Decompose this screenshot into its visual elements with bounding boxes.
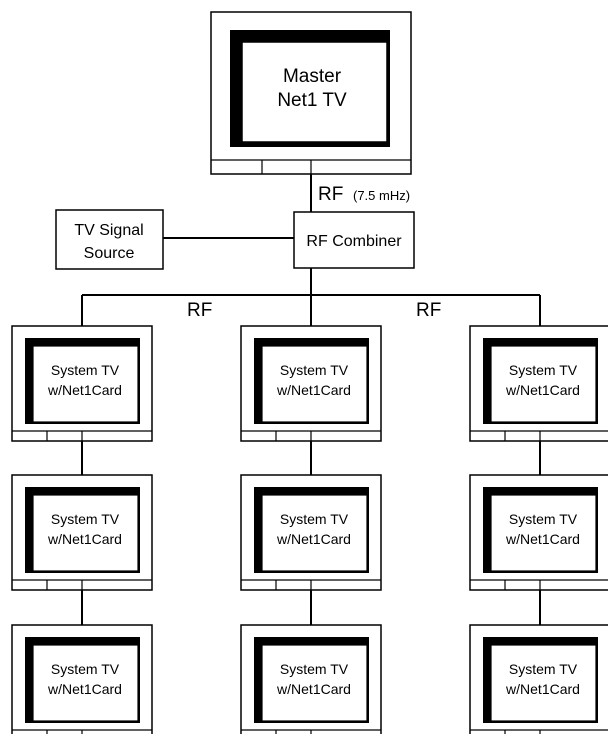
master-tv-screen	[241, 41, 388, 143]
right-rf-label: RF	[416, 300, 441, 321]
rf-combiner-label: RF Combiner	[306, 233, 402, 250]
system-tv-label-1: System TV	[280, 362, 349, 378]
system-tv-label-2: w/Net1Card	[505, 681, 580, 697]
system-tv-screen	[261, 494, 368, 572]
master-rf-label: RF	[318, 184, 343, 205]
system-tv-screen	[490, 345, 597, 423]
system-tv-screen	[32, 494, 139, 572]
system-tv: System TV w/Net1Card	[469, 474, 608, 591]
master-rf-frequency: (7.5 mHz)	[353, 188, 410, 203]
system-tv-screen	[490, 494, 597, 572]
system-tv-label-1: System TV	[51, 362, 120, 378]
left-rf-label: RF	[187, 300, 212, 321]
system-tv-screen	[32, 644, 139, 722]
system-tv-label-2: w/Net1Card	[276, 531, 351, 547]
system-tv-label-2: w/Net1Card	[47, 382, 122, 398]
signal-source-rect	[55, 209, 164, 270]
system-tv: System TV w/Net1Card	[469, 624, 608, 734]
master-tv-label-2: Net1 TV	[277, 90, 347, 111]
system-tv-label-2: w/Net1Card	[47, 681, 122, 697]
system-tv-label-2: w/Net1Card	[505, 531, 580, 547]
tv-signal-source-box: TV Signal Source	[55, 209, 164, 270]
system-tv: System TV w/Net1Card	[240, 624, 382, 734]
system-tv-label-1: System TV	[280, 661, 349, 677]
system-tv: System TV w/Net1Card	[469, 325, 608, 442]
system-tv-screen	[261, 644, 368, 722]
system-tv: System TV w/Net1Card	[240, 474, 382, 591]
system-tv-screen	[261, 345, 368, 423]
system-tv-screen	[490, 644, 597, 722]
system-tv-label-1: System TV	[509, 661, 578, 677]
system-tv-label-2: w/Net1Card	[47, 531, 122, 547]
signal-source-label-2: Source	[84, 245, 135, 262]
system-tv: System TV w/Net1Card	[11, 624, 153, 734]
signal-source-label-1: TV Signal	[74, 222, 143, 239]
system-tv-label-1: System TV	[280, 511, 349, 527]
system-tv-label-2: w/Net1Card	[276, 681, 351, 697]
master-tv-label-1: Master	[283, 66, 342, 87]
system-tv-label-1: System TV	[509, 362, 578, 378]
system-tv-screen	[32, 345, 139, 423]
system-tv-label-1: System TV	[51, 661, 120, 677]
system-tv: System TV w/Net1Card	[11, 325, 153, 442]
system-tv-label-2: w/Net1Card	[505, 382, 580, 398]
system-tv: System TV w/Net1Card	[11, 474, 153, 591]
rf-combiner-box: RF Combiner	[293, 211, 415, 269]
connection-lines	[81, 174, 541, 625]
system-tv-label-1: System TV	[51, 511, 120, 527]
system-tv: System TV w/Net1Card	[240, 325, 382, 442]
rf-combiner-rect	[293, 211, 415, 269]
master-tv: Master Net1 TV	[210, 11, 412, 175]
system-tv-label-2: w/Net1Card	[276, 382, 351, 398]
system-tv-label-1: System TV	[509, 511, 578, 527]
